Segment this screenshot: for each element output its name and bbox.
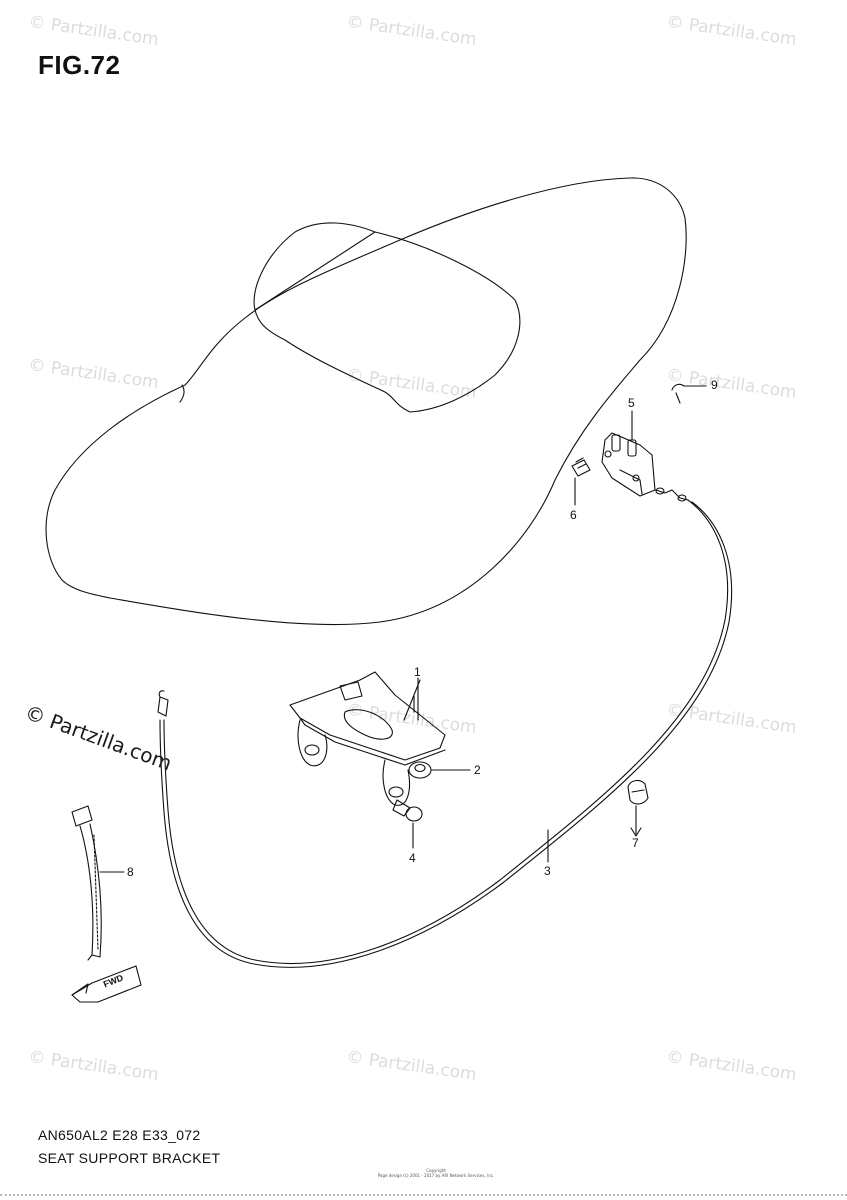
- callout-number: 5: [628, 396, 635, 410]
- callout-number: 3: [544, 864, 551, 878]
- callout-number: 8: [127, 865, 134, 879]
- figure-name: SEAT SUPPORT BRACKET: [38, 1150, 221, 1166]
- screw-part: [571, 457, 591, 506]
- callout-number: 2: [474, 763, 481, 777]
- callout-number: 1: [414, 665, 421, 679]
- figure-code: AN650AL2 E28 E33_072: [38, 1127, 201, 1143]
- forward-arrow-icon: [71, 965, 142, 1003]
- clip-part: [671, 383, 707, 404]
- seat-drawing: [45, 177, 687, 626]
- seat-lock-part: [601, 410, 656, 497]
- figure-title: FIG.72: [38, 50, 121, 80]
- cable-tie-part: [71, 805, 125, 961]
- copyright-notice: Copyright Page design (c) 2001 - 2017 by…: [366, 1168, 506, 1178]
- page-edge: [0, 1194, 847, 1196]
- copyright-line: Page design (c) 2001 - 2017 by ARI Netwo…: [377, 1173, 495, 1178]
- seat-support-bracket: [289, 671, 446, 806]
- bolt-part: [392, 799, 423, 849]
- cable-clamp-part: [627, 779, 649, 837]
- copyright-line: Copyright: [426, 1168, 446, 1173]
- callout-number: 9: [711, 378, 718, 392]
- seat-lock-cable: [157, 487, 733, 968]
- callout-number: 6: [570, 508, 577, 522]
- grommet-part: [408, 761, 471, 779]
- callout-number: 4: [409, 851, 416, 865]
- callout-number: 7: [632, 836, 639, 850]
